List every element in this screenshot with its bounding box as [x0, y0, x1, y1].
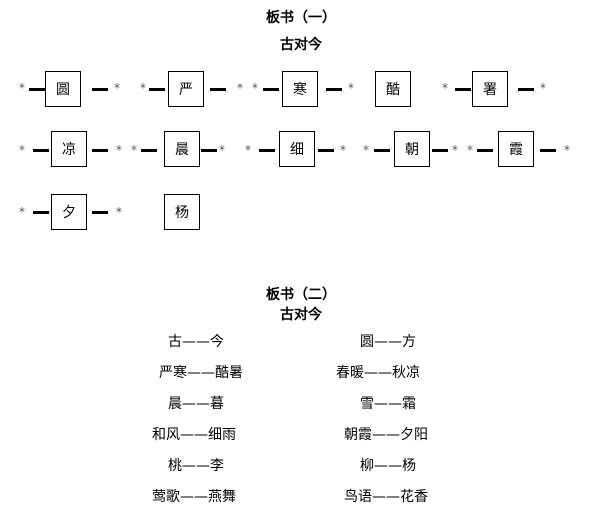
char-box: 凉 — [51, 131, 87, 167]
dash-line — [29, 88, 45, 91]
word-pair: 桃——李 — [168, 458, 224, 474]
star-icon: * — [116, 205, 122, 219]
word-pair: 朝霞——夕阳 — [344, 427, 428, 443]
section1-title: 板书（一） — [266, 10, 336, 26]
star-icon: * — [363, 143, 369, 157]
star-icon: * — [140, 81, 146, 95]
dash-line — [477, 149, 493, 152]
char-box: 酷 — [375, 71, 411, 107]
word-pair: 春暖——秋凉 — [336, 365, 420, 381]
char-box: 霞 — [498, 131, 534, 167]
dash-line — [326, 88, 342, 91]
star-icon: * — [19, 143, 25, 157]
section2-subtitle: 古对今 — [280, 307, 322, 323]
dash-line — [92, 149, 108, 152]
star-icon: * — [340, 143, 346, 157]
dash-line — [259, 149, 275, 152]
char-box: 圆 — [45, 71, 81, 107]
dash-line — [92, 211, 108, 214]
star-icon: * — [467, 143, 473, 157]
dash-line — [263, 88, 279, 91]
word-pair: 严寒——酷暑 — [159, 365, 243, 381]
star-icon: * — [114, 81, 120, 95]
char-box: 严 — [168, 71, 204, 107]
star-icon: * — [131, 143, 137, 157]
dash-line — [518, 88, 534, 91]
star-icon: * — [219, 143, 225, 157]
char-box: 晨 — [164, 131, 200, 167]
star-icon: * — [116, 143, 122, 157]
dash-line — [33, 149, 49, 152]
star-icon: * — [452, 143, 458, 157]
section2-title: 板书（二） — [266, 287, 336, 303]
word-pair: 柳——杨 — [360, 458, 416, 474]
char-box: 杨 — [164, 194, 200, 230]
star-icon: * — [19, 81, 25, 95]
char-box: 夕 — [51, 194, 87, 230]
dash-line — [540, 149, 556, 152]
dash-line — [374, 149, 390, 152]
word-pair: 雪——霜 — [360, 396, 416, 412]
dash-line — [455, 88, 471, 91]
star-icon: * — [348, 81, 354, 95]
star-icon: * — [19, 205, 25, 219]
star-icon: * — [237, 81, 243, 95]
dash-line — [210, 88, 226, 91]
star-icon: * — [442, 81, 448, 95]
star-icon: * — [564, 143, 570, 157]
word-pair: 莺歌——燕舞 — [152, 489, 236, 505]
dash-line — [33, 211, 49, 214]
word-pair: 圆——方 — [360, 334, 416, 350]
char-box: 寒 — [282, 71, 318, 107]
star-icon: * — [252, 81, 258, 95]
word-pair: 晨——暮 — [168, 396, 224, 412]
word-pair: 和风——细雨 — [152, 427, 236, 443]
char-box: 朝 — [394, 131, 430, 167]
dash-line — [92, 88, 108, 91]
dash-line — [432, 149, 448, 152]
char-box: 细 — [279, 131, 315, 167]
word-pair: 古——今 — [168, 334, 224, 350]
section1-subtitle: 古对今 — [280, 37, 322, 53]
dash-line — [318, 149, 334, 152]
char-box: 署 — [472, 71, 508, 107]
star-icon: * — [540, 81, 546, 95]
dash-line — [201, 149, 217, 152]
dash-line — [149, 88, 165, 91]
word-pair: 鸟语——花香 — [344, 489, 428, 505]
star-icon: * — [245, 143, 251, 157]
dash-line — [141, 149, 157, 152]
